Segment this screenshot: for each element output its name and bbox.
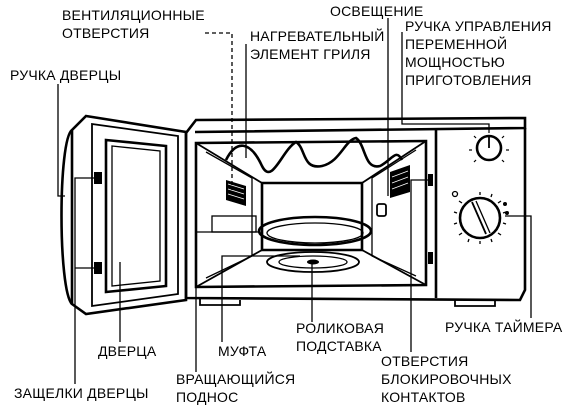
- grill-heating-element: [224, 136, 404, 174]
- svg-text:ПОДНОС: ПОДНОС: [176, 389, 238, 405]
- svg-text:БЛОКИРОВОЧНЫХ: БЛОКИРОВОЧНЫХ: [381, 371, 512, 387]
- label-power-knob: РУЧКА УПРАВЛЕНИЯ ПЕРЕМЕННОЙ МОЩНОСТЬЮ ПР…: [405, 18, 552, 88]
- power-knob: [469, 130, 509, 163]
- label-roller-stand: РОЛИКОВАЯ ПОДСТАВКА: [296, 320, 384, 354]
- svg-text:ЭЛЕМЕНТ ГРИЛЯ: ЭЛЕМЕНТ ГРИЛЯ: [250, 46, 371, 62]
- light-icon: [376, 203, 387, 217]
- svg-text:КОНТАКТОВ: КОНТАКТОВ: [381, 389, 466, 405]
- light-grille: [390, 165, 410, 198]
- timer-knob: [451, 190, 509, 244]
- svg-text:ОТВЕРСТИЯ: ОТВЕРСТИЯ: [381, 353, 468, 369]
- svg-text:ВРАЩАЮЩИЙСЯ: ВРАЩАЮЩИЙСЯ: [176, 370, 295, 387]
- svg-text:ОСВЕЩЕНИЕ: ОСВЕЩЕНИЕ: [330, 3, 423, 19]
- label-door-latches: ЗАЩЕЛКИ ДВЕРЦЫ: [14, 385, 149, 401]
- label-light: ОСВЕЩЕНИЕ: [330, 3, 423, 19]
- label-coupler: МУФТА: [218, 343, 267, 359]
- svg-text:РОЛИКОВАЯ: РОЛИКОВАЯ: [296, 320, 384, 336]
- label-door: ДВЕРЦА: [98, 343, 157, 359]
- label-vent-holes: ВЕНТИЛЯЦИОННЫЕ ОТВЕРСТИЯ: [62, 7, 205, 41]
- turntable-tray: [257, 215, 373, 247]
- svg-text:РУЧКА ДВЕРЦЫ: РУЧКА ДВЕРЦЫ: [10, 67, 121, 83]
- oven-cavity: [194, 139, 428, 289]
- svg-text:ЗАЩЕЛКИ ДВЕРЦЫ: ЗАЩЕЛКИ ДВЕРЦЫ: [14, 385, 149, 401]
- svg-text:МУФТА: МУФТА: [218, 343, 267, 359]
- svg-text:ПРИГОТОВЛЕНИЯ: ПРИГОТОВЛЕНИЯ: [405, 72, 532, 88]
- svg-text:ДВЕРЦА: ДВЕРЦА: [98, 343, 157, 359]
- svg-text:МОЩНОСТЬЮ: МОЩНОСТЬЮ: [405, 54, 505, 70]
- svg-text:НАГРЕВАТЕЛЬНЫЙ: НАГРЕВАТЕЛЬНЫЙ: [250, 27, 384, 44]
- roller-ring: [266, 251, 360, 273]
- vent-grille: [226, 180, 246, 206]
- svg-text:ПЕРЕМЕННОЙ: ПЕРЕМЕННОЙ: [405, 35, 507, 52]
- label-interlock-holes: ОТВЕРСТИЯ БЛОКИРОВОЧНЫХ КОНТАКТОВ: [381, 353, 512, 405]
- label-grill-element: НАГРЕВАТЕЛЬНЫЙ ЭЛЕМЕНТ ГРИЛЯ: [250, 27, 384, 62]
- door-handle: [60, 128, 74, 305]
- svg-text:РУЧКА ТАЙМЕРА: РУЧКА ТАЙМЕРА: [445, 318, 563, 335]
- leader-lines: [57, 18, 532, 384]
- interlock-slots: [428, 174, 433, 264]
- label-door-handle: РУЧКА ДВЕРЦЫ: [10, 67, 121, 83]
- cavity-step-left: [211, 215, 257, 233]
- door: [70, 114, 188, 316]
- svg-text:ОТВЕРСТИЯ: ОТВЕРСТИЯ: [62, 25, 149, 41]
- svg-text:ВЕНТИЛЯЦИОННЫЕ: ВЕНТИЛЯЦИОННЫЕ: [62, 7, 205, 23]
- label-turntable: ВРАЩАЮЩИЙСЯ ПОДНОС: [176, 370, 295, 405]
- svg-text:РУЧКА УПРАВЛЕНИЯ: РУЧКА УПРАВЛЕНИЯ: [405, 18, 552, 34]
- label-timer-knob: РУЧКА ТАЙМЕРА: [445, 318, 563, 335]
- svg-text:ПОДСТАВКА: ПОДСТАВКА: [296, 338, 382, 354]
